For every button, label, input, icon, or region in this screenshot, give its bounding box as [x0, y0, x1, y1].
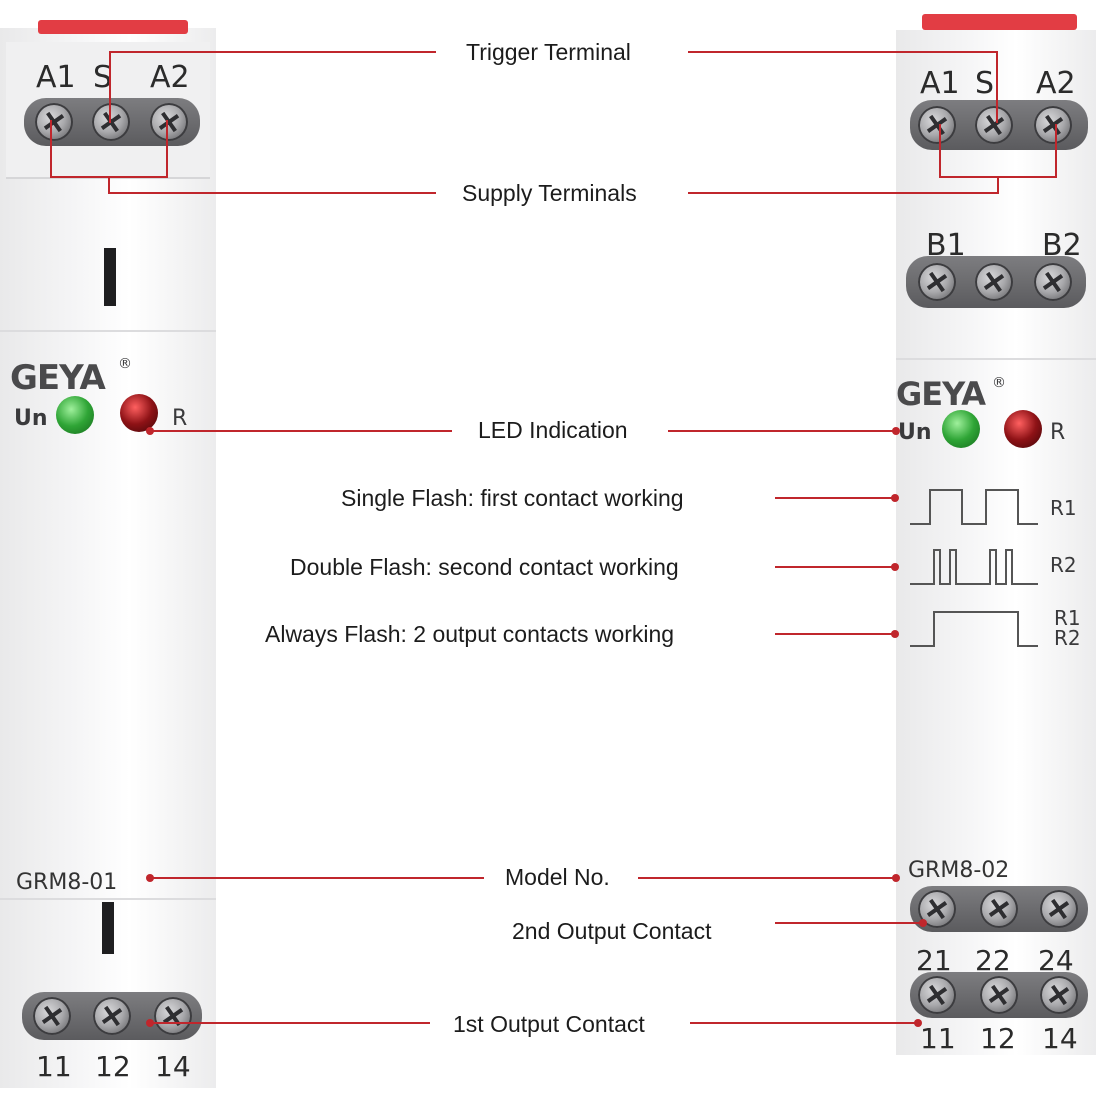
left-screw-a1-icon[interactable] — [35, 103, 73, 141]
left-terminal-s: S — [93, 60, 113, 95]
right-screw-b2-icon[interactable] — [1034, 263, 1072, 301]
right-terminal-14: 14 — [1042, 1022, 1078, 1055]
model-line-right — [638, 877, 896, 879]
double-flash-dot — [891, 563, 899, 571]
waveform-always-flash-icon — [910, 611, 1038, 647]
right-brand-logo: GEYA — [896, 375, 986, 413]
trigger-line-left-drop — [109, 51, 111, 123]
single-flash-line — [775, 497, 895, 499]
right-screw-12-icon[interactable] — [980, 976, 1018, 1014]
right-screw-a1-icon[interactable] — [918, 106, 956, 144]
right-terminal-22: 22 — [975, 944, 1011, 977]
left-terminal-14: 14 — [155, 1050, 191, 1083]
supply-line-right-stem — [997, 176, 999, 194]
left-led-red-icon — [120, 394, 158, 432]
right-screw-24-icon[interactable] — [1040, 890, 1078, 928]
right-screw-11-icon[interactable] — [918, 976, 956, 1014]
left-led-label-un: Un — [14, 406, 48, 431]
callout-2nd-output-contact: 2nd Output Contact — [512, 918, 712, 944]
callout-trigger-terminal: Trigger Terminal — [466, 39, 631, 65]
right-screw-b-mid-icon[interactable] — [975, 263, 1013, 301]
right-terminal-11: 11 — [920, 1022, 956, 1055]
right-screw-b1-icon[interactable] — [918, 263, 956, 301]
left-terminal-11: 11 — [36, 1050, 72, 1083]
right-terminal-s: S — [975, 66, 995, 101]
right-terminal-a2: A2 — [1036, 66, 1076, 101]
right-divider — [896, 358, 1096, 360]
waveform-r1-label: R1 — [1050, 496, 1077, 520]
supply-line-right — [688, 192, 999, 194]
supply-line-left — [108, 192, 436, 194]
right-terminal-24: 24 — [1038, 944, 1074, 977]
supply-bracket-left-a2 — [166, 120, 168, 178]
led-line-right-dot — [892, 427, 900, 435]
model-line-left — [150, 877, 484, 879]
waveform-single-flash-icon — [910, 489, 1038, 525]
right-terminal-12: 12 — [980, 1022, 1016, 1055]
left-screw-14-icon[interactable] — [154, 997, 192, 1035]
single-flash-dot — [891, 494, 899, 502]
left-screw-12-icon[interactable] — [93, 997, 131, 1035]
trigger-line-right-drop — [996, 51, 998, 123]
left-brand-logo: GEYA — [10, 358, 106, 398]
right-led-green-icon — [942, 410, 980, 448]
out2-line — [775, 922, 923, 924]
right-registered-mark: ® — [992, 375, 1006, 391]
callout-double-flash: Double Flash: second contact working — [290, 554, 679, 580]
left-top-cap — [38, 20, 188, 34]
waveform-r2-label: R2 — [1050, 553, 1077, 577]
right-model-number: GRM8-02 — [908, 858, 1010, 883]
left-screw-11-icon[interactable] — [33, 997, 71, 1035]
supply-bracket-left-a1 — [50, 120, 52, 178]
right-screw-14-icon[interactable] — [1040, 976, 1078, 1014]
right-led-label-un: Un — [898, 420, 932, 445]
left-led-label-r: R — [172, 406, 188, 431]
supply-bracket-right-a1 — [939, 124, 941, 178]
left-registered-mark: ® — [118, 356, 132, 372]
led-line-right — [668, 430, 896, 432]
callout-led-indication: LED Indication — [478, 417, 628, 443]
led-line-left — [150, 430, 452, 432]
right-terminal-21: 21 — [916, 944, 952, 977]
left-lower-divider — [0, 898, 216, 900]
left-slot-mark — [104, 248, 116, 306]
always-flash-dot — [891, 630, 899, 638]
always-flash-line — [775, 633, 895, 635]
double-flash-line — [775, 566, 895, 568]
out1-line-left — [150, 1022, 430, 1024]
right-screw-22-icon[interactable] — [980, 890, 1018, 928]
right-relay-body — [896, 30, 1096, 1055]
supply-bracket-right-a2 — [1055, 124, 1057, 178]
out1-line-right-dot — [914, 1019, 922, 1027]
waveform-r1-r2-label-top: R1 — [1054, 606, 1081, 630]
out1-line-right — [690, 1022, 918, 1024]
supply-line-left-stem — [108, 176, 110, 194]
callout-1st-output-contact: 1st Output Contact — [453, 1011, 645, 1037]
left-screw-s-icon[interactable] — [92, 103, 130, 141]
right-screw-s-icon[interactable] — [975, 106, 1013, 144]
left-terminal-a1: A1 — [36, 60, 76, 95]
callout-model-no: Model No. — [505, 864, 610, 890]
left-slot-mark-bottom — [102, 902, 114, 954]
callout-single-flash: Single Flash: first contact working — [341, 485, 684, 511]
callout-always-flash: Always Flash: 2 output contacts working — [265, 621, 675, 647]
left-led-green-icon — [56, 396, 94, 434]
waveform-r1-r2-label-bottom: R2 — [1054, 626, 1081, 650]
left-model-number: GRM8-01 — [16, 870, 118, 895]
trigger-line-left — [109, 51, 436, 53]
right-led-red-icon — [1004, 410, 1042, 448]
right-screw-a2-icon[interactable] — [1034, 106, 1072, 144]
out2-dot — [919, 919, 927, 927]
callout-supply-terminals: Supply Terminals — [462, 180, 637, 206]
right-led-label-r: R — [1050, 420, 1066, 445]
left-terminal-12: 12 — [95, 1050, 131, 1083]
left-divider — [0, 330, 216, 332]
model-line-right-dot — [892, 874, 900, 882]
waveform-double-flash-icon — [910, 549, 1038, 585]
left-terminal-a2: A2 — [150, 60, 190, 95]
left-screw-a2-icon[interactable] — [150, 103, 188, 141]
right-top-cap — [922, 14, 1077, 30]
right-terminal-a1: A1 — [920, 66, 960, 101]
trigger-line-right — [688, 51, 998, 53]
